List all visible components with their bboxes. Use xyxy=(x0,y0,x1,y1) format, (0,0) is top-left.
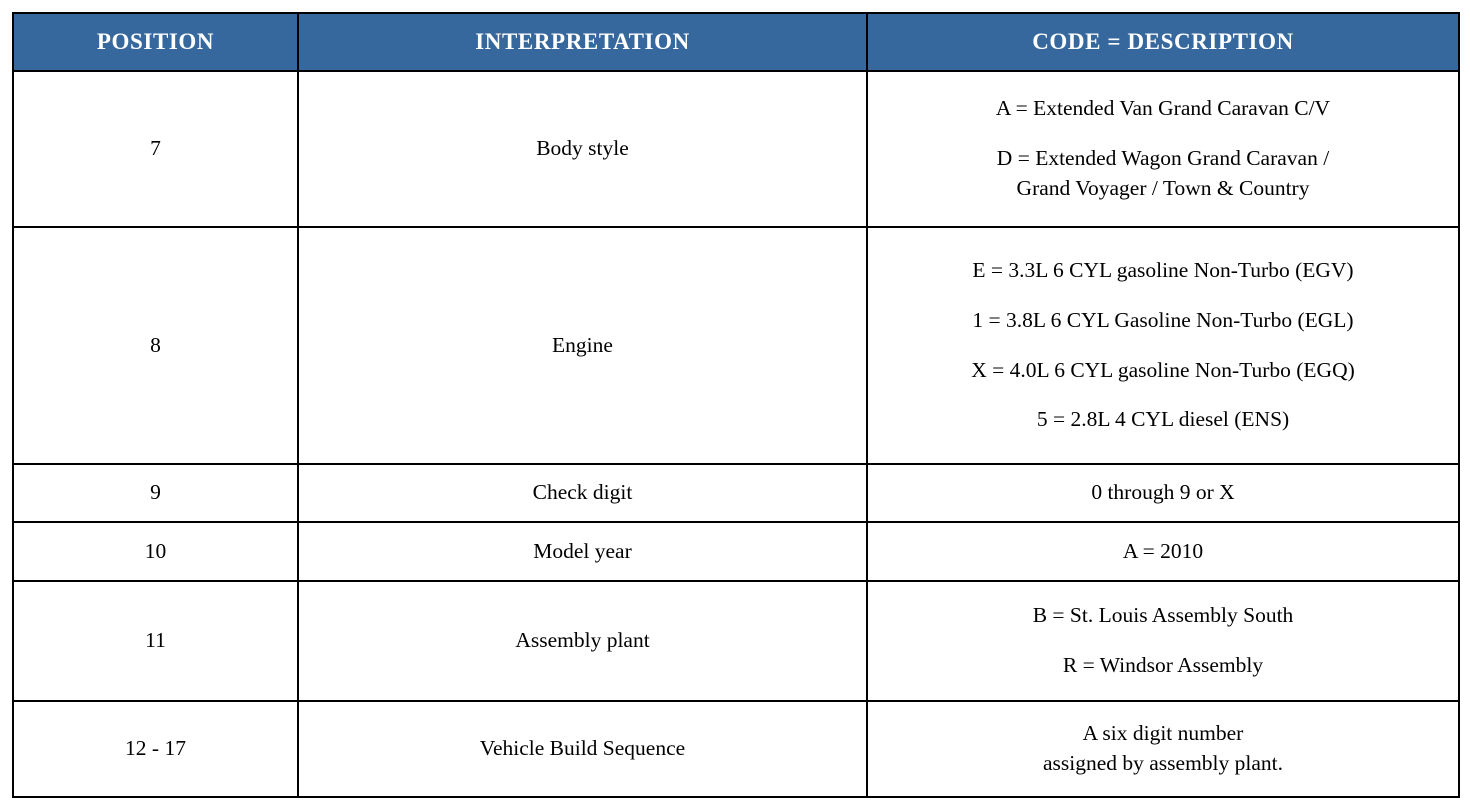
code-line: A = Extended Van Grand Caravan C/V xyxy=(878,95,1448,123)
cell-position: 11 xyxy=(12,580,299,702)
cell-interpretation: Body style xyxy=(297,70,868,228)
code-line-text: B = St. Louis Assembly South xyxy=(1032,603,1294,628)
column-header-code-description: CODE = DESCRIPTION xyxy=(866,12,1460,72)
cell-interpretation: Model year xyxy=(297,521,868,582)
cell-interpretation: Vehicle Build Sequence xyxy=(297,700,868,798)
code-line-list: E = 3.3L 6 CYL gasoline Non-Turbo (EGV) … xyxy=(868,251,1458,441)
code-line-list: A = Extended Van Grand Caravan C/V D = E… xyxy=(868,89,1458,209)
cell-position: 10 xyxy=(12,521,299,582)
cell-position: 12 - 17 xyxy=(12,700,299,798)
vin-decoder-table-container: POSITION INTERPRETATION CODE = DESCRIPTI… xyxy=(12,12,1460,798)
cell-position: 9 xyxy=(12,463,299,523)
code-line-list: B = St. Louis Assembly South R = Windsor… xyxy=(868,596,1458,686)
table-body: 7 Body style A = Extended Van Grand Cara… xyxy=(12,70,1460,798)
code-line-continuation: Grand Voyager / Town & Country xyxy=(1016,175,1310,200)
code-line-text: 5 = 2.8L 4 CYL diesel (ENS) xyxy=(1036,407,1290,432)
table-row: 11 Assembly plant B = St. Louis Assembly… xyxy=(12,580,1460,702)
code-line-text: 0 through 9 or X xyxy=(1091,480,1235,505)
code-line: R = Windsor Assembly xyxy=(878,652,1448,680)
code-line: X = 4.0L 6 CYL gasoline Non-Turbo (EGQ) xyxy=(878,357,1448,385)
table-row: 7 Body style A = Extended Van Grand Cara… xyxy=(12,70,1460,228)
code-line: 1 = 3.8L 6 CYL Gasoline Non-Turbo (EGL) xyxy=(878,307,1448,335)
cell-code-description: A six digit number assigned by assembly … xyxy=(866,700,1460,798)
table-row: 8 Engine E = 3.3L 6 CYL gasoline Non-Tur… xyxy=(12,226,1460,465)
column-header-interpretation: INTERPRETATION xyxy=(297,12,868,72)
code-line: D = Extended Wagon Grand Caravan / Grand… xyxy=(878,145,1448,203)
code-line: B = St. Louis Assembly South xyxy=(878,602,1448,630)
table-row: 9 Check digit 0 through 9 or X xyxy=(12,463,1460,523)
cell-code-description: A = Extended Van Grand Caravan C/V D = E… xyxy=(866,70,1460,228)
code-line-text: X = 4.0L 6 CYL gasoline Non-Turbo (EGQ) xyxy=(971,357,1355,382)
code-line: 0 through 9 or X xyxy=(878,479,1448,507)
code-line-text: A six digit number xyxy=(1082,721,1244,746)
code-line-text: A = Extended Van Grand Caravan C/V xyxy=(995,96,1331,121)
code-line-text: R = Windsor Assembly xyxy=(1062,653,1264,677)
code-line-text: A = 2010 xyxy=(1122,538,1204,563)
code-line-text: E = 3.3L 6 CYL gasoline Non-Turbo (EGV) xyxy=(972,257,1354,282)
code-line: A = 2010 xyxy=(878,538,1448,566)
cell-interpretation: Assembly plant xyxy=(297,580,868,702)
header-row: POSITION INTERPRETATION CODE = DESCRIPTI… xyxy=(12,12,1460,72)
code-line-text: 1 = 3.8L 6 CYL Gasoline Non-Turbo (EGL) xyxy=(972,307,1354,332)
cell-code-description: E = 3.3L 6 CYL gasoline Non-Turbo (EGV) … xyxy=(866,226,1460,465)
table-row: 10 Model year A = 2010 xyxy=(12,521,1460,582)
column-header-position: POSITION xyxy=(12,12,299,72)
cell-interpretation: Engine xyxy=(297,226,868,465)
code-line-list: 0 through 9 or X xyxy=(868,473,1458,513)
code-line: A six digit number assigned by assembly … xyxy=(878,720,1448,778)
cell-position: 7 xyxy=(12,70,299,228)
cell-position: 8 xyxy=(12,226,299,465)
vin-decoder-table: POSITION INTERPRETATION CODE = DESCRIPTI… xyxy=(12,12,1460,798)
table-row: 12 - 17 Vehicle Build Sequence A six dig… xyxy=(12,700,1460,798)
code-line-list: A = 2010 xyxy=(868,532,1458,572)
cell-code-description: A = 2010 xyxy=(866,521,1460,582)
cell-code-description: B = St. Louis Assembly South R = Windsor… xyxy=(866,580,1460,702)
cell-interpretation: Check digit xyxy=(297,463,868,523)
code-line-list: A six digit number assigned by assembly … xyxy=(868,714,1458,784)
cell-code-description: 0 through 9 or X xyxy=(866,463,1460,523)
table-header: POSITION INTERPRETATION CODE = DESCRIPTI… xyxy=(12,12,1460,72)
code-line-text: D = Extended Wagon Grand Caravan / xyxy=(996,146,1330,171)
code-line-continuation: assigned by assembly plant. xyxy=(1042,751,1284,775)
code-line: E = 3.3L 6 CYL gasoline Non-Turbo (EGV) xyxy=(878,257,1448,285)
code-line: 5 = 2.8L 4 CYL diesel (ENS) xyxy=(878,406,1448,434)
